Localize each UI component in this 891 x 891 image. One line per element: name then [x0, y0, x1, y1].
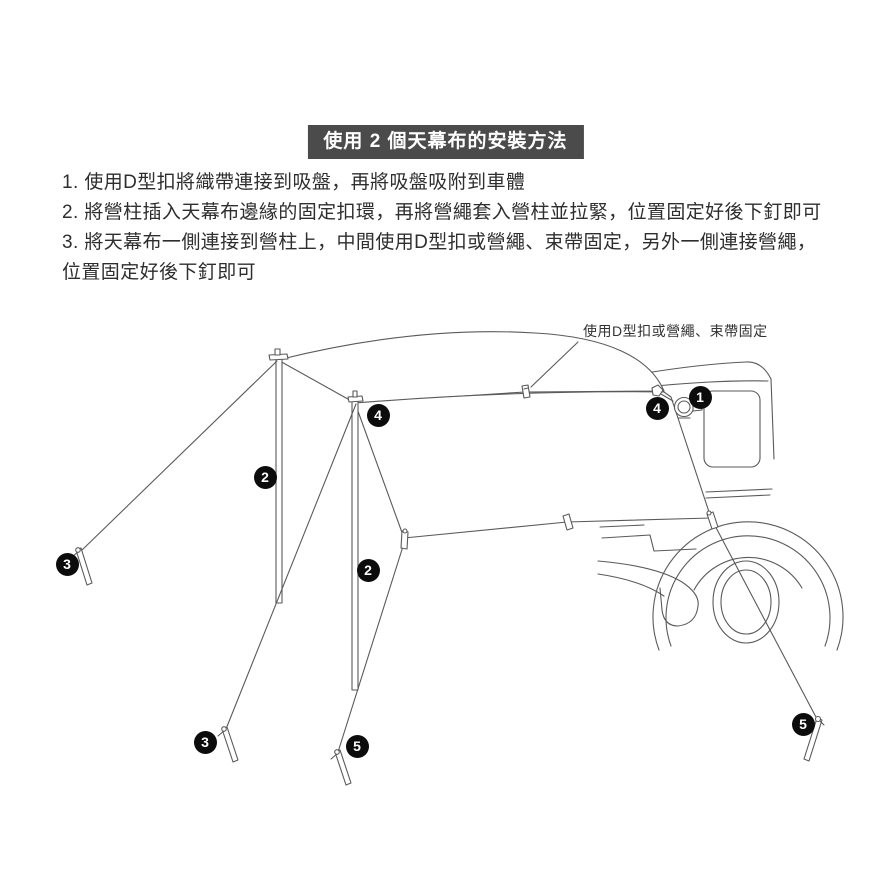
annotation-label: 使用D型扣或營繩、束帶固定 [583, 323, 768, 339]
wheel-tire [713, 561, 779, 643]
side-tarp [355, 392, 711, 538]
car-rocker-2 [602, 535, 696, 551]
pole-left [269, 349, 288, 603]
strap-clip-bottom-middle [563, 514, 573, 530]
stake-right [804, 717, 824, 762]
instruction-line-1: 1. 使用D型扣將織帶連接到吸盤，再將吸盤吸附到車體 [62, 172, 526, 193]
car-right-edge [771, 379, 774, 459]
title-banner: 使用 2 個天幕布的安裝方法 [307, 125, 584, 159]
roof-tarp [278, 332, 664, 403]
corner-clip-left [401, 529, 408, 549]
corner-clip-right [707, 511, 718, 529]
car-crease-1 [706, 489, 772, 492]
car-window [704, 391, 760, 467]
pole-right [348, 391, 363, 690]
wheel-rim [721, 570, 771, 634]
guy-rope-right [712, 520, 817, 719]
annotation-leader-line [531, 342, 578, 387]
suction-cup [675, 398, 703, 419]
car-roofline-upper [640, 362, 771, 379]
car-crease-2 [706, 495, 770, 498]
guy-rope-middle-left [226, 404, 356, 729]
guy-rope-left [81, 361, 277, 551]
d-ring-clip [652, 385, 673, 401]
wheel-arch-outer [653, 522, 843, 650]
stake-bottom-left [218, 727, 238, 762]
instructions: 1. 使用D型扣將織帶連接到吸盤，再將吸盤吸附到車體 2. 將營柱插入天幕布邊緣… [62, 168, 822, 288]
car-rocker-1 [600, 525, 644, 527]
wheel-arch-inner [694, 557, 802, 590]
car-bumper [598, 561, 698, 626]
car-bumper-lower [598, 574, 664, 596]
instruction-line-4: 位置固定好後下釘即可 [62, 262, 257, 283]
stake-bottom-middle [331, 750, 351, 785]
strap-clip-top [522, 385, 530, 398]
strap-clips [401, 385, 718, 549]
stake-left [72, 548, 92, 585]
instruction-line-2: 2. 將營柱插入天幕布邊緣的固定扣環，再將營繩套入營柱並拉緊，位置固定好後下釘即… [62, 202, 822, 223]
instruction-line-3: 3. 將天幕布一側連接到營柱上，中間使用D型扣或營繩、束帶固定，另外一側連接營繩… [62, 232, 817, 253]
guy-rope-middle [338, 540, 405, 752]
guy-ropes [81, 361, 817, 752]
car-roofline-lower [656, 381, 768, 386]
car-outline [598, 362, 843, 650]
wheel-arch-mid [666, 536, 830, 646]
stakes [72, 548, 824, 785]
